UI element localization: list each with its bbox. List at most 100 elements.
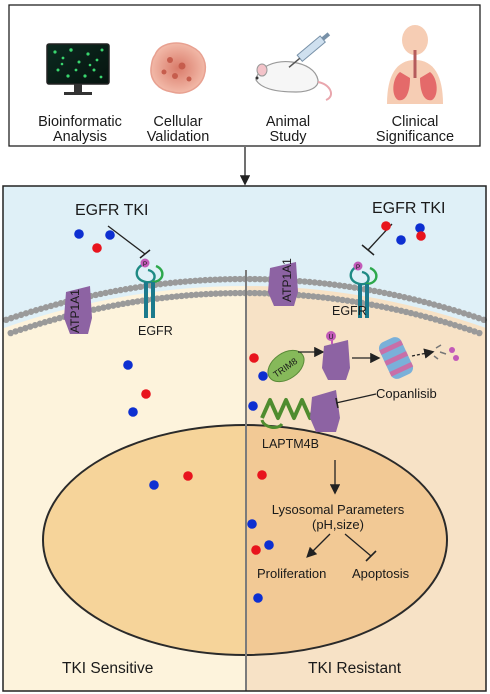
membrane-bead <box>311 279 318 286</box>
membrane-bead <box>100 304 107 311</box>
membrane-bead <box>246 289 254 297</box>
membrane-bead <box>207 290 215 298</box>
membrane-bead <box>388 305 395 312</box>
membrane-bead <box>27 308 35 315</box>
membrane-bead <box>37 305 45 312</box>
membrane-bead <box>381 289 388 297</box>
membrane-bead <box>236 289 244 297</box>
molecule-blue <box>264 540 274 550</box>
membrane-bead <box>129 298 136 306</box>
membrane-bead <box>440 304 448 311</box>
apoptosis-inhibition-line <box>344 533 372 557</box>
membrane-bead <box>90 306 97 313</box>
membrane-bead <box>222 290 229 297</box>
membrane-bead <box>27 323 34 330</box>
membrane-bead <box>305 292 312 300</box>
membrane-bead <box>422 313 429 320</box>
membrane-bead <box>177 278 184 286</box>
membrane-bead <box>196 277 204 284</box>
nucleus-right <box>246 424 448 656</box>
molecule-red <box>141 389 151 399</box>
membrane-bead <box>216 276 224 283</box>
drug-molecules <box>74 221 426 603</box>
membrane-bead <box>95 305 102 312</box>
membrane-bead <box>102 289 109 297</box>
membrane-bead <box>310 293 317 300</box>
left-inhibition-line <box>107 225 146 255</box>
membrane-bead <box>7 314 15 322</box>
left-atp1a1-protein <box>64 286 92 334</box>
membrane-bead <box>119 300 127 308</box>
membrane-bead <box>461 325 468 332</box>
membrane-bead <box>157 280 164 288</box>
membrane-bead <box>12 328 19 335</box>
membrane-bead <box>406 295 413 302</box>
membrane-bead <box>411 296 418 303</box>
membrane-bead <box>407 309 415 317</box>
membrane-bead <box>336 282 343 289</box>
mouse-syringe-icon <box>255 32 333 101</box>
left-egfr-receptor: P <box>135 258 164 318</box>
molecule-red <box>249 353 259 363</box>
membrane-bead <box>162 280 169 287</box>
ub-label: U <box>328 334 333 341</box>
mechanism-panel: EGFR TKI P EGFR ATP1A1 EGFR TKI P E <box>2 185 488 692</box>
membrane-bead <box>346 283 353 291</box>
membrane-bead <box>401 293 408 301</box>
molecule-blue <box>105 230 115 240</box>
membrane-bead <box>36 320 44 327</box>
membrane-bead <box>246 275 254 283</box>
membrane-bead <box>167 279 174 287</box>
membrane-bead <box>341 282 348 290</box>
molecule-blue <box>415 223 425 233</box>
membrane-bead <box>351 284 358 291</box>
membrane-bead <box>329 295 337 302</box>
membrane-bead <box>256 275 264 283</box>
resistant-cell <box>246 186 486 691</box>
membrane-bead <box>396 292 403 300</box>
workflow-panel: Bioinformatic Analysis Cellular Validati… <box>8 4 481 147</box>
membrane-bead <box>124 299 132 307</box>
right-phospho-icon <box>353 261 363 271</box>
membrane-bead <box>460 310 468 317</box>
membrane-bead <box>52 301 60 308</box>
membrane-bead <box>227 289 234 297</box>
membrane-bead <box>132 284 139 291</box>
left-phospho-icon <box>140 258 150 268</box>
membrane-bead <box>261 276 269 283</box>
membrane-bead <box>46 317 53 325</box>
membrane-bead <box>134 298 141 305</box>
membrane-bead <box>31 321 39 329</box>
membrane-bead <box>446 320 454 327</box>
membrane-bead <box>261 290 268 297</box>
molecule-blue <box>396 235 406 245</box>
membrane-bead <box>201 276 209 284</box>
lyso-label-1: Lysosomal Parameters <box>272 502 405 517</box>
membrane-bead <box>197 291 205 298</box>
membrane-bead <box>122 286 129 293</box>
membrane-bead <box>301 278 308 285</box>
step-label-analysis: Analysis <box>53 129 107 145</box>
proliferation-label: Proliferation <box>257 566 326 581</box>
membrane-bead <box>437 317 444 325</box>
membrane-bead <box>397 307 405 314</box>
right-egfr-receptor: P <box>349 261 378 318</box>
ubiquitin-icon <box>326 331 336 341</box>
membrane-bead <box>324 294 332 302</box>
membrane-bead <box>114 301 122 308</box>
proteasome-icon <box>378 337 414 379</box>
membrane-bead <box>427 314 434 322</box>
membrane-bead <box>432 316 439 323</box>
membrane-bead <box>56 314 63 322</box>
membrane-bead <box>192 277 199 284</box>
membrane-bead <box>206 276 214 284</box>
step-label-study: Study <box>269 129 307 145</box>
membrane-bead <box>465 311 473 319</box>
membrane-bead <box>371 287 378 295</box>
molecule-blue <box>258 371 268 381</box>
workflow-labels: Bioinformatic Analysis Cellular Validati… <box>38 114 454 145</box>
step-label-validation: Validation <box>147 129 210 145</box>
step-label-significance: Significance <box>376 129 454 145</box>
membrane-bead <box>445 305 453 312</box>
membrane-bead <box>455 308 463 315</box>
